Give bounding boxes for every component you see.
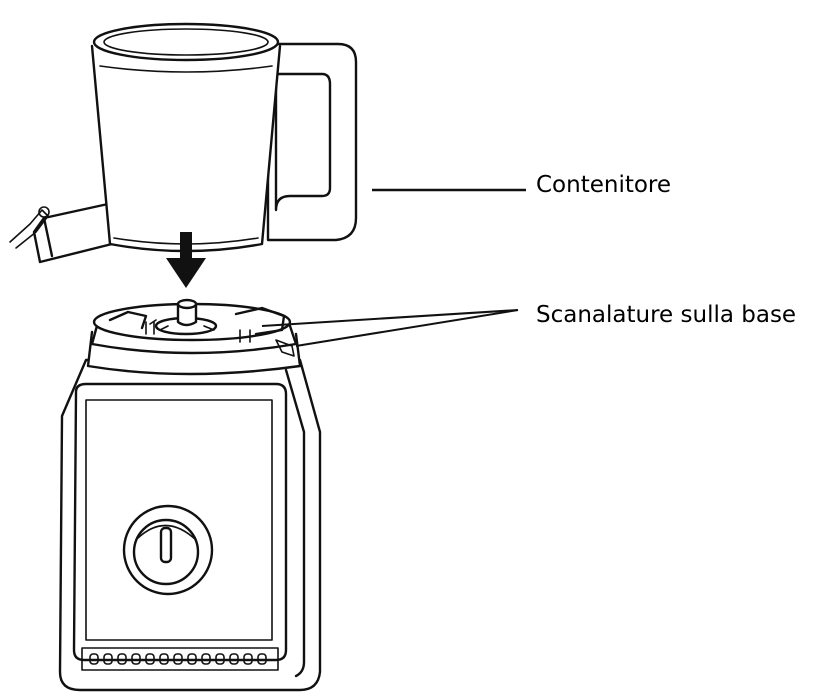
label-container: Contenitore xyxy=(536,172,671,198)
blender-base xyxy=(58,298,322,692)
vent-slots xyxy=(89,653,267,665)
label-base-grooves: Scanalature sulla base xyxy=(536,302,796,328)
callout-base-grooves: Scanalature sulla base xyxy=(261,302,796,347)
speed-dial xyxy=(122,504,214,596)
down-arrow-icon xyxy=(166,232,206,288)
blender-jar xyxy=(9,22,358,264)
callout-container: Contenitore xyxy=(372,172,671,198)
